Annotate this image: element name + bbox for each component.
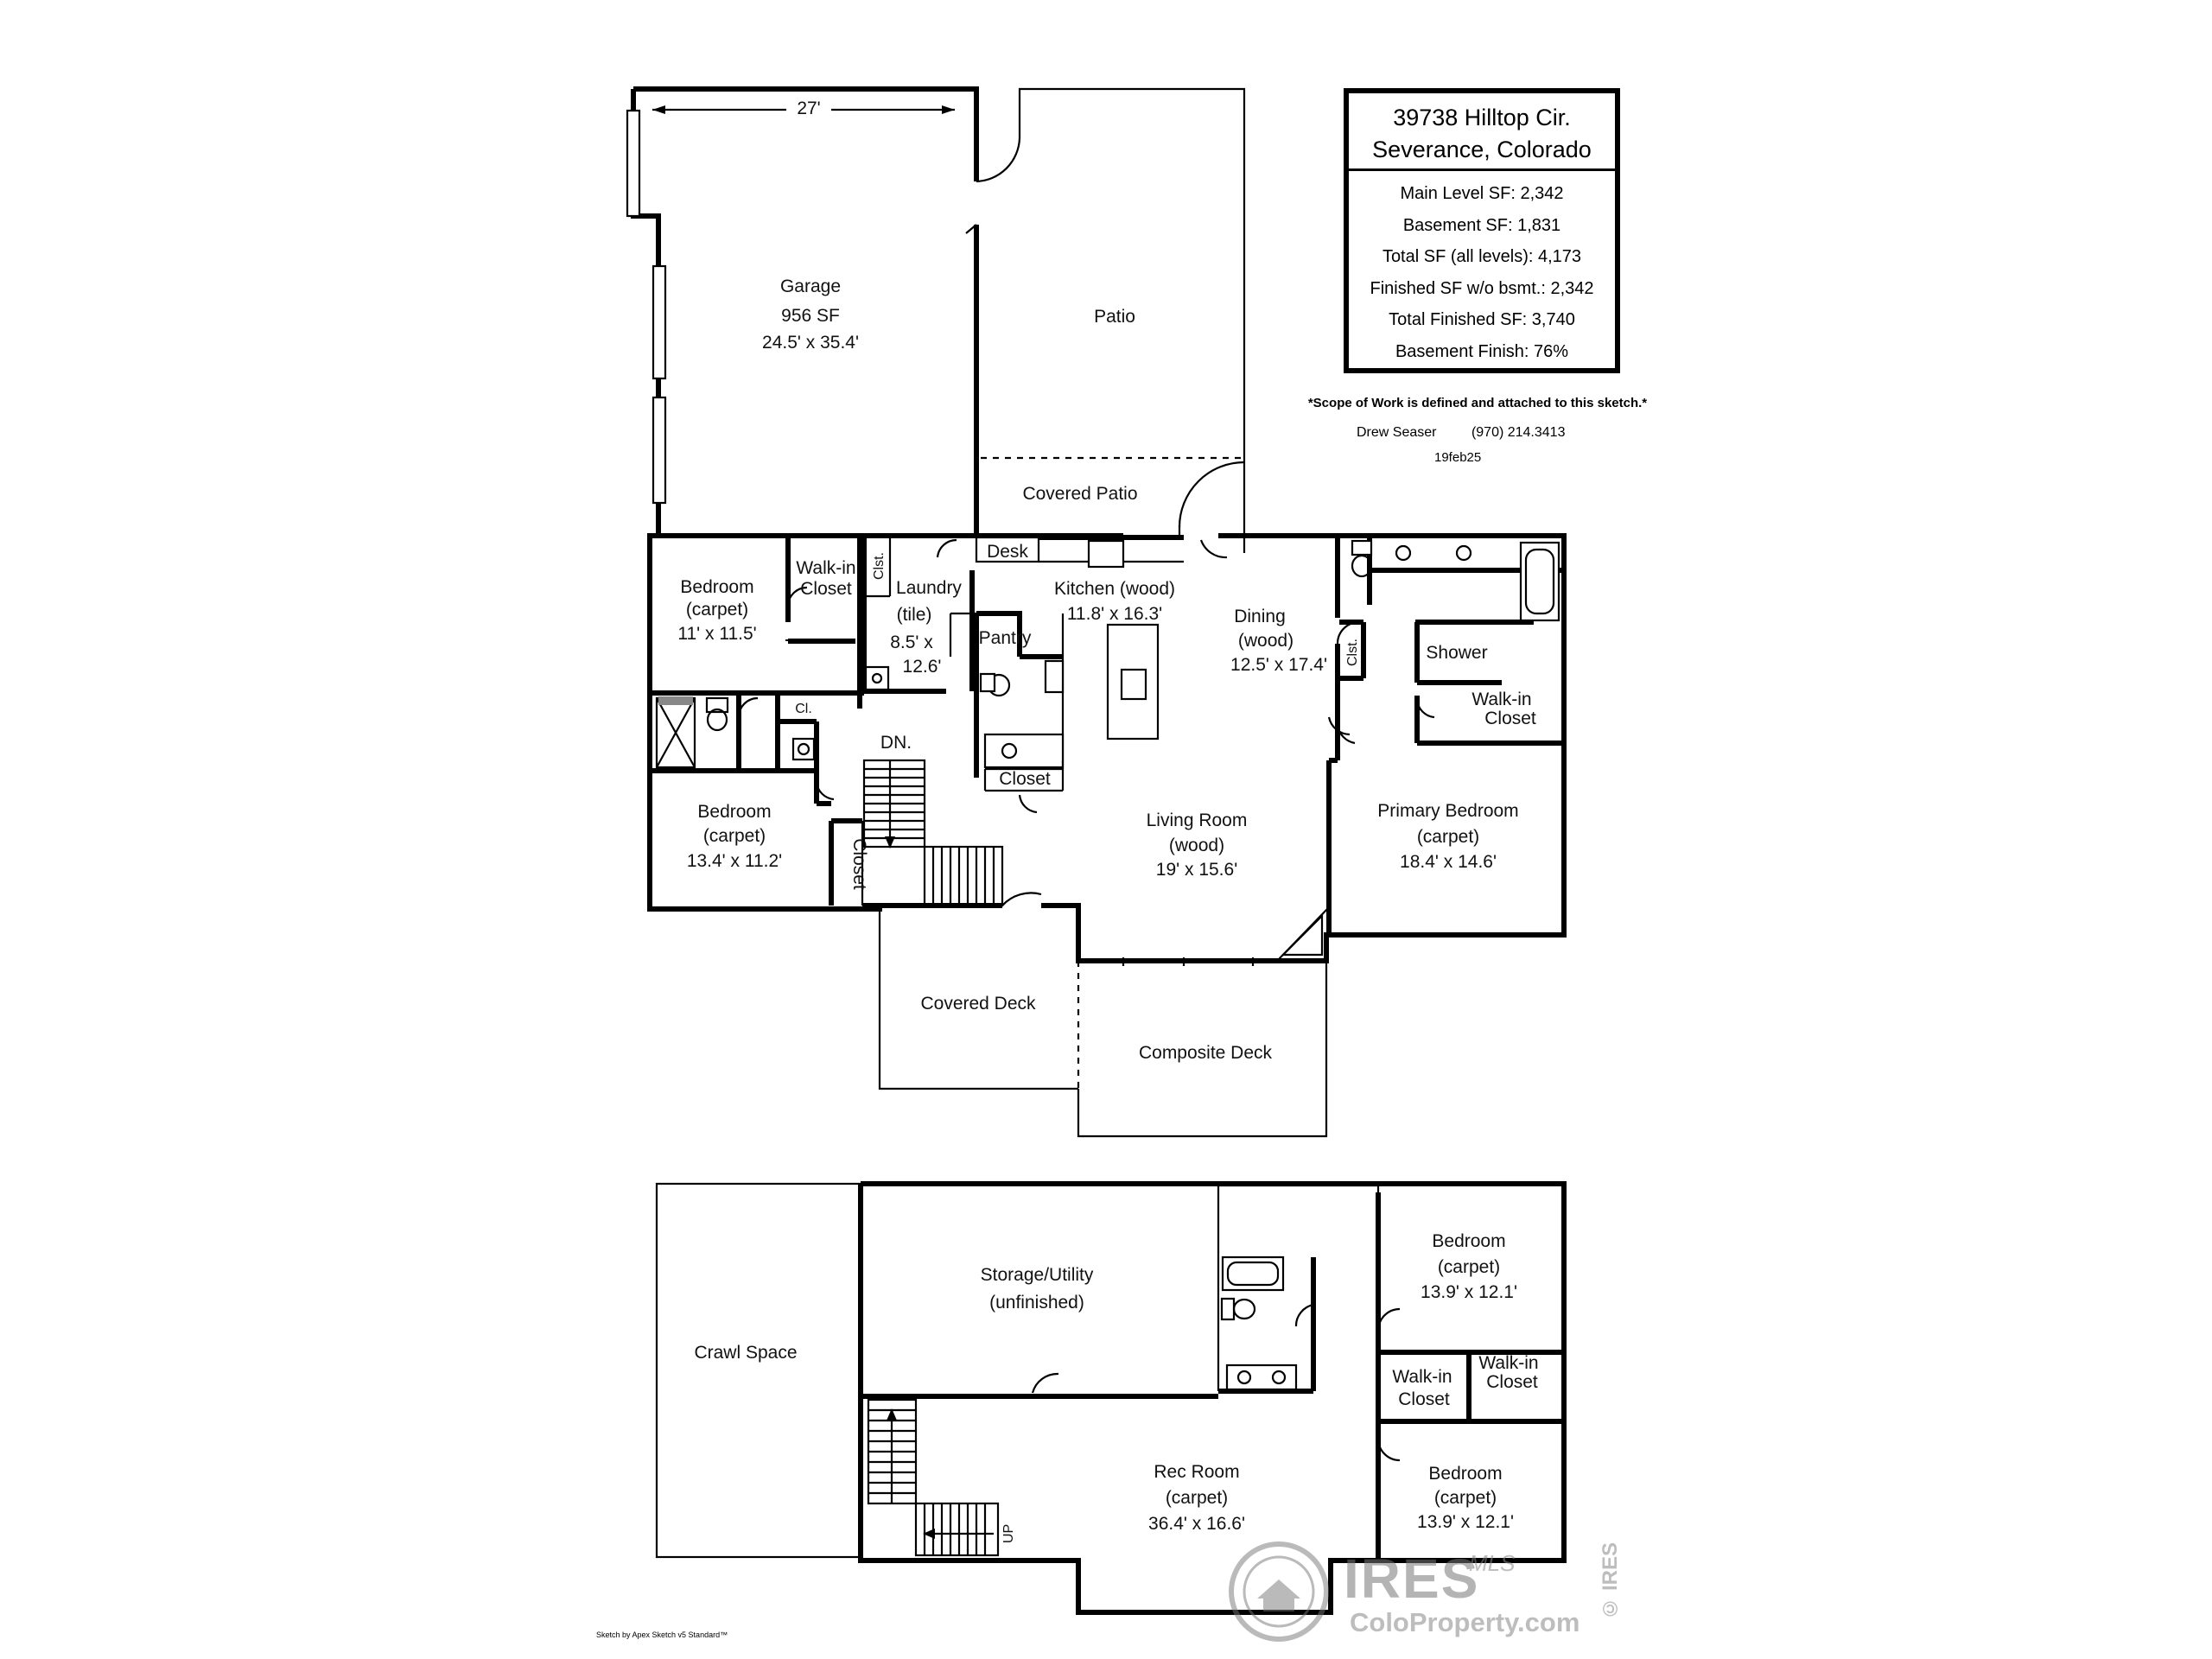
preparer-name: Drew Seaser — [1357, 425, 1437, 440]
rec-room-label: Rec Room — [1154, 1462, 1239, 1482]
decks: Covered Deck Composite Deck — [878, 909, 1328, 1138]
garage-area: 27' Garage 956 SF 24.5' x 35.4' — [626, 86, 1021, 536]
bedroom-ne-size: 13.9' x 12.1' — [1421, 1282, 1517, 1302]
living-room-size: 19' x 15.6' — [1156, 860, 1237, 880]
address-block: 39738 Hilltop Cir. Severance, Colorado — [1349, 93, 1615, 171]
stairs-up-label: UP — [1001, 1524, 1016, 1543]
bedroom-sw-size: 13.4' x 11.2' — [687, 851, 782, 871]
basement: Crawl Space Storage/Utility (unfinished)… — [655, 1181, 1567, 1615]
walkin-closet-a-label: Walk-in — [1392, 1367, 1452, 1387]
patio-area: Patio Covered Patio — [975, 87, 1246, 536]
walkin-closet-a-label2: Closet — [1398, 1389, 1450, 1409]
stairs-dn-label: DN. — [880, 733, 912, 753]
sketch-date: 19feb25 — [1434, 450, 1482, 465]
storage-label: Storage/Utility — [981, 1265, 1094, 1285]
bedroom-se-floor: (carpet) — [1434, 1488, 1497, 1508]
address-line-2: Severance, Colorado — [1372, 137, 1592, 162]
desk-label: Desk — [987, 542, 1028, 562]
bedroom-nw-floor: (carpet) — [686, 600, 748, 620]
walkin-closet-primary-label: Walk-in — [1471, 690, 1531, 709]
watermark-brand: IRES — [1344, 1548, 1480, 1610]
walkin-closet-primary-label2: Closet — [1484, 709, 1536, 728]
ires-watermark: IRES MLS ColoProperty.com © IRES — [1227, 1538, 1659, 1650]
kitchen-size: 11.8' x 16.3' — [1067, 604, 1162, 624]
watermark-vertical: © IRES — [1599, 1542, 1622, 1620]
bedroom-nw-size: 11' x 11.5' — [677, 624, 756, 644]
clst-laundry-label: Clst. — [872, 552, 887, 580]
primary-bedroom-size: 18.4' x 14.6' — [1400, 852, 1497, 872]
dining-label: Dining — [1234, 607, 1286, 626]
watermark-logo — [1229, 1541, 1329, 1642]
bedroom-sw-floor: (carpet) — [703, 826, 766, 846]
stat-main-level-sf: Main Level SF: 2,342 — [1400, 184, 1564, 203]
walkin-closet-b-label: Walk-in — [1478, 1353, 1538, 1373]
primary-bedroom-floor: (carpet) — [1417, 827, 1479, 847]
preparer-line: Drew Seaser (970) 214.3413 — [1357, 425, 1596, 441]
patio-label: Patio — [1094, 307, 1135, 327]
rec-room-size: 36.4' x 16.6' — [1148, 1514, 1245, 1534]
kitchen-label: Kitchen (wood) — [1054, 579, 1175, 599]
watermark-sub: MLS — [1469, 1550, 1516, 1576]
bedroom-ne-floor: (carpet) — [1438, 1257, 1500, 1277]
watermark-site: ColoProperty.com — [1350, 1607, 1580, 1637]
scope-note: *Scope of Work is defined and attached t… — [1307, 396, 1648, 410]
cl-hall-label: Cl. — [795, 702, 812, 716]
closet-sw-label: Closet — [849, 838, 869, 890]
storage-finish: (unfinished) — [989, 1293, 1084, 1313]
living-room-floor: (wood) — [1169, 836, 1224, 855]
covered-patio-label: Covered Patio — [1022, 484, 1137, 504]
covered-deck-label: Covered Deck — [920, 994, 1036, 1014]
laundry-label: Laundry — [896, 578, 962, 598]
stat-basement-sf: Basement SF: 1,831 — [1402, 215, 1561, 235]
laundry-size1: 8.5' x — [890, 632, 933, 652]
stat-total-sf: Total SF (all levels): 4,173 — [1382, 247, 1582, 266]
pantry-label: Pantry — [979, 628, 1032, 648]
main-house: Bedroom (carpet) 11' x 11.5' Walk-in Clo… — [647, 533, 1567, 966]
laundry-size2: 12.6' — [903, 657, 942, 677]
composite-deck-label: Composite Deck — [1139, 1043, 1273, 1063]
shower-label: Shower — [1426, 643, 1487, 663]
garage-label: Garage — [780, 276, 841, 296]
stat-finished-sf-no-bsmt: Finished SF w/o bsmt.: 2,342 — [1370, 278, 1594, 298]
dining-floor: (wood) — [1238, 631, 1294, 651]
walkin-closet-b-label2: Closet — [1486, 1372, 1538, 1392]
living-room-label: Living Room — [1147, 810, 1248, 830]
walkin-closet-nw-label: Walk-in — [796, 558, 855, 578]
property-info-box: 39738 Hilltop Cir. Severance, Colorado M… — [1344, 88, 1620, 373]
garage-area-label: 956 SF — [781, 306, 840, 326]
bedroom-se-label: Bedroom — [1428, 1464, 1502, 1484]
garage-width-label: 27' — [797, 99, 820, 118]
walkin-closet-nw-label2: Closet — [800, 579, 852, 599]
closet-hall-label: Closet — [999, 769, 1051, 789]
laundry-floor: (tile) — [897, 605, 932, 625]
stat-basement-finish: Basement Finish: 76% — [1395, 341, 1569, 361]
garage-size-label: 24.5' x 35.4' — [762, 333, 859, 353]
preparer-phone: (970) 214.3413 — [1471, 425, 1566, 440]
bedroom-se-size: 13.9' x 12.1' — [1417, 1512, 1514, 1532]
clst-bath-label: Clst. — [1345, 639, 1360, 666]
bedroom-sw-label: Bedroom — [697, 802, 771, 822]
rec-room-floor: (carpet) — [1166, 1488, 1228, 1508]
dining-size: 12.5' x 17.4' — [1230, 655, 1327, 675]
bedroom-nw-label: Bedroom — [680, 577, 753, 597]
primary-bedroom-label: Primary Bedroom — [1377, 801, 1518, 821]
bedroom-ne-label: Bedroom — [1432, 1231, 1505, 1251]
crawl-space-label: Crawl Space — [694, 1343, 797, 1363]
stat-total-finished-sf: Total Finished SF: 3,740 — [1389, 310, 1575, 329]
footer-credit: Sketch by Apex Sketch v5 Standard™ — [596, 1630, 728, 1639]
address-line-1: 39738 Hilltop Cir. — [1393, 105, 1571, 130]
